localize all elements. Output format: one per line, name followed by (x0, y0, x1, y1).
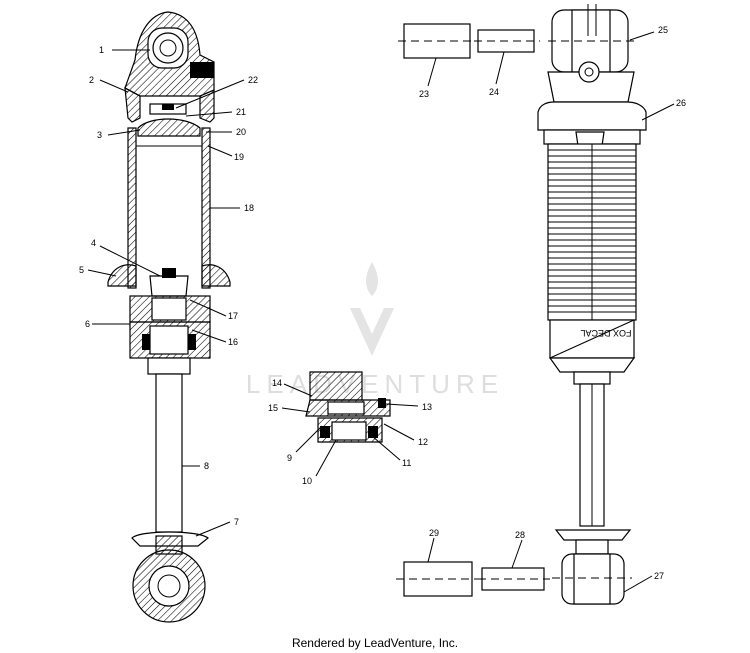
callout-26: 26 (676, 98, 686, 108)
shock-exterior: FOX DECAL (537, 4, 647, 605)
hardware-parts (396, 23, 550, 597)
fox-decal-label: FOX DECAL (580, 328, 631, 338)
shock-cross-section (107, 11, 231, 623)
leader-lines (87, 31, 675, 593)
callout-23: 23 (419, 89, 429, 99)
callout-13: 13 (422, 402, 432, 412)
callout-16: 16 (228, 337, 238, 347)
callout-29: 29 (429, 528, 439, 538)
callout-11: 11 (402, 458, 411, 468)
callout-3: 3 (97, 130, 102, 140)
callout-7: 7 (234, 517, 239, 527)
callout-9: 9 (287, 453, 292, 463)
callout-2: 2 (89, 75, 94, 85)
rendered-by-footer: Rendered by LeadVenture, Inc. (291, 636, 459, 650)
callout-19: 19 (234, 152, 244, 162)
callout-12: 12 (418, 437, 428, 447)
callout-22: 22 (248, 75, 258, 85)
callout-4: 4 (91, 238, 96, 248)
callout-28: 28 (515, 530, 525, 540)
callout-15: 15 (268, 403, 278, 413)
callout-8: 8 (204, 461, 209, 471)
callout-27: 27 (654, 571, 664, 581)
callout-1: 1 (99, 45, 104, 55)
callout-18: 18 (244, 203, 254, 213)
callout-6: 6 (85, 319, 90, 329)
callout-labels: 1 2 3 4 5 6 7 8 9 10 11 12 13 14 15 16 1… (79, 25, 686, 581)
callout-21: 21 (236, 107, 246, 117)
callout-17: 17 (228, 311, 238, 321)
seal-head-detail (305, 371, 391, 443)
callout-24: 24 (489, 87, 499, 97)
callout-5: 5 (79, 265, 84, 275)
callout-10: 10 (302, 476, 312, 486)
callout-20: 20 (236, 127, 246, 137)
callout-14: 14 (272, 378, 282, 388)
leadventure-watermark: LEADVENTURE (246, 262, 504, 399)
callout-25: 25 (658, 25, 668, 35)
watermark-text: LEADVENTURE (246, 369, 504, 399)
